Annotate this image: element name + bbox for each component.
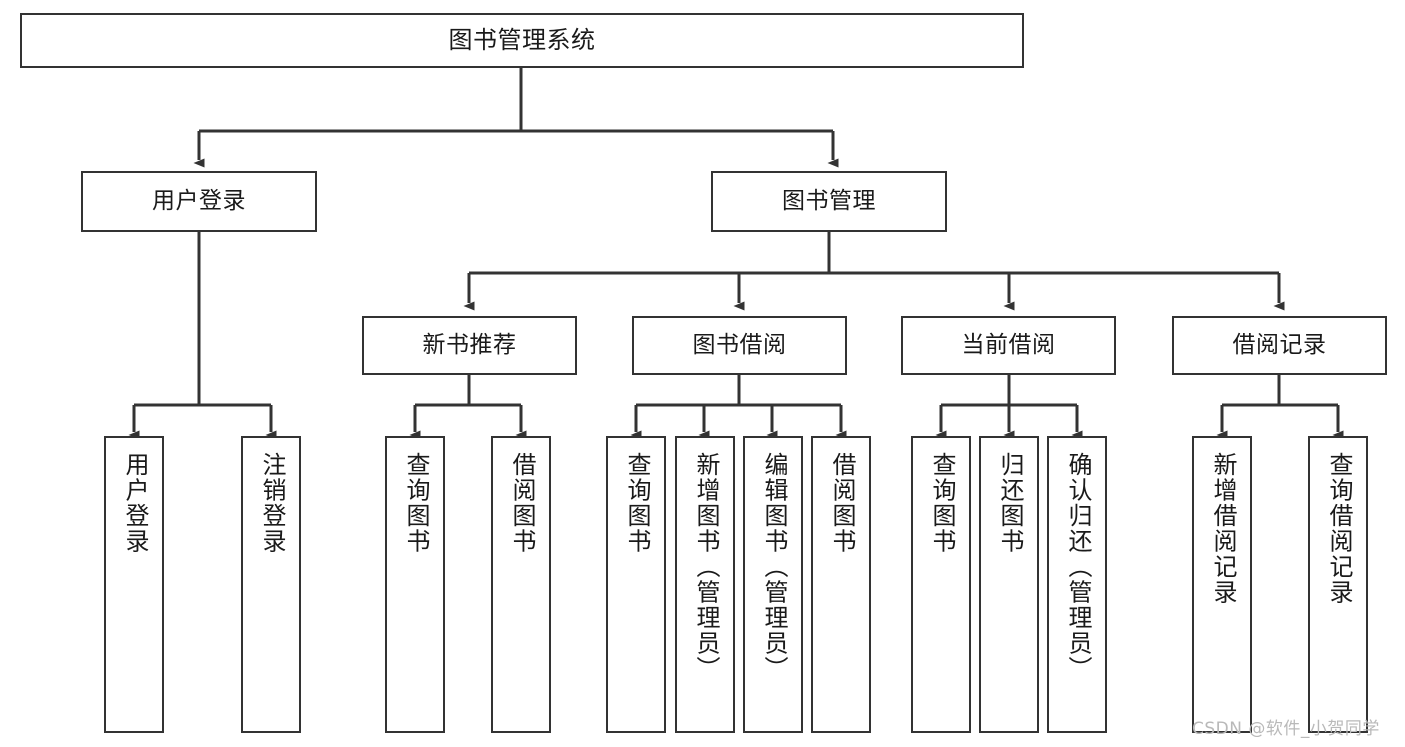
node-label: 图书管理 (782, 187, 876, 214)
leaf-book-borrow-edit[interactable]: 编辑图书（管理员） (743, 436, 803, 733)
node-current-borrow[interactable]: 当前借阅 (901, 316, 1116, 375)
node-label: 图书管理系统 (448, 26, 596, 55)
leaf-borrow-record-add[interactable]: 新增借阅记录 (1192, 436, 1252, 733)
leaf-user-login-signin[interactable]: 用户登录 (104, 436, 164, 733)
node-label: 新书推荐 (422, 331, 517, 358)
node-book-management[interactable]: 图书管理 (711, 171, 947, 232)
node-new-book-recommend[interactable]: 新书推荐 (362, 316, 577, 375)
csdn-watermark: CSDN @软件_小贺同学 (1192, 719, 1380, 739)
node-label: 查询图书 (622, 452, 651, 554)
node-label: 借阅图书 (507, 452, 536, 554)
leaf-book-borrow-query[interactable]: 查询图书 (606, 436, 666, 733)
node-label: 编辑图书（管理员） (759, 452, 788, 682)
leaf-current-borrow-confirm-return[interactable]: 确认归还（管理员） (1047, 436, 1107, 733)
node-label: 新增图书（管理员） (691, 452, 720, 682)
node-label: 图书借阅 (692, 331, 787, 358)
leaf-user-login-signout[interactable]: 注销登录 (241, 436, 301, 733)
leaf-book-borrow-lend[interactable]: 借阅图书 (811, 436, 871, 733)
leaf-book-borrow-add[interactable]: 新增图书（管理员） (675, 436, 735, 733)
node-label: 用户登录 (152, 187, 246, 214)
node-label: 借阅图书 (827, 452, 856, 554)
node-user-login[interactable]: 用户登录 (81, 171, 317, 232)
node-label: 注销登录 (257, 452, 286, 554)
node-label: 查询图书 (927, 452, 956, 554)
node-root-book-management-system[interactable]: 图书管理系统 (20, 13, 1024, 68)
node-label: 新增借阅记录 (1208, 452, 1237, 605)
node-label: 查询借阅记录 (1324, 452, 1353, 605)
node-label: 用户登录 (120, 452, 149, 554)
leaf-current-borrow-query[interactable]: 查询图书 (911, 436, 971, 733)
leaf-borrow-record-query[interactable]: 查询借阅记录 (1308, 436, 1368, 733)
node-label: 归还图书 (995, 452, 1024, 554)
node-label: 确认归还（管理员） (1063, 452, 1092, 682)
node-book-borrow[interactable]: 图书借阅 (632, 316, 847, 375)
leaf-current-borrow-return[interactable]: 归还图书 (979, 436, 1039, 733)
leaf-new-book-borrow[interactable]: 借阅图书 (491, 436, 551, 733)
node-label: 当前借阅 (961, 331, 1056, 358)
leaf-new-book-query[interactable]: 查询图书 (385, 436, 445, 733)
node-label: 借阅记录 (1232, 331, 1327, 358)
node-label: 查询图书 (401, 452, 430, 554)
node-borrow-record[interactable]: 借阅记录 (1172, 316, 1387, 375)
